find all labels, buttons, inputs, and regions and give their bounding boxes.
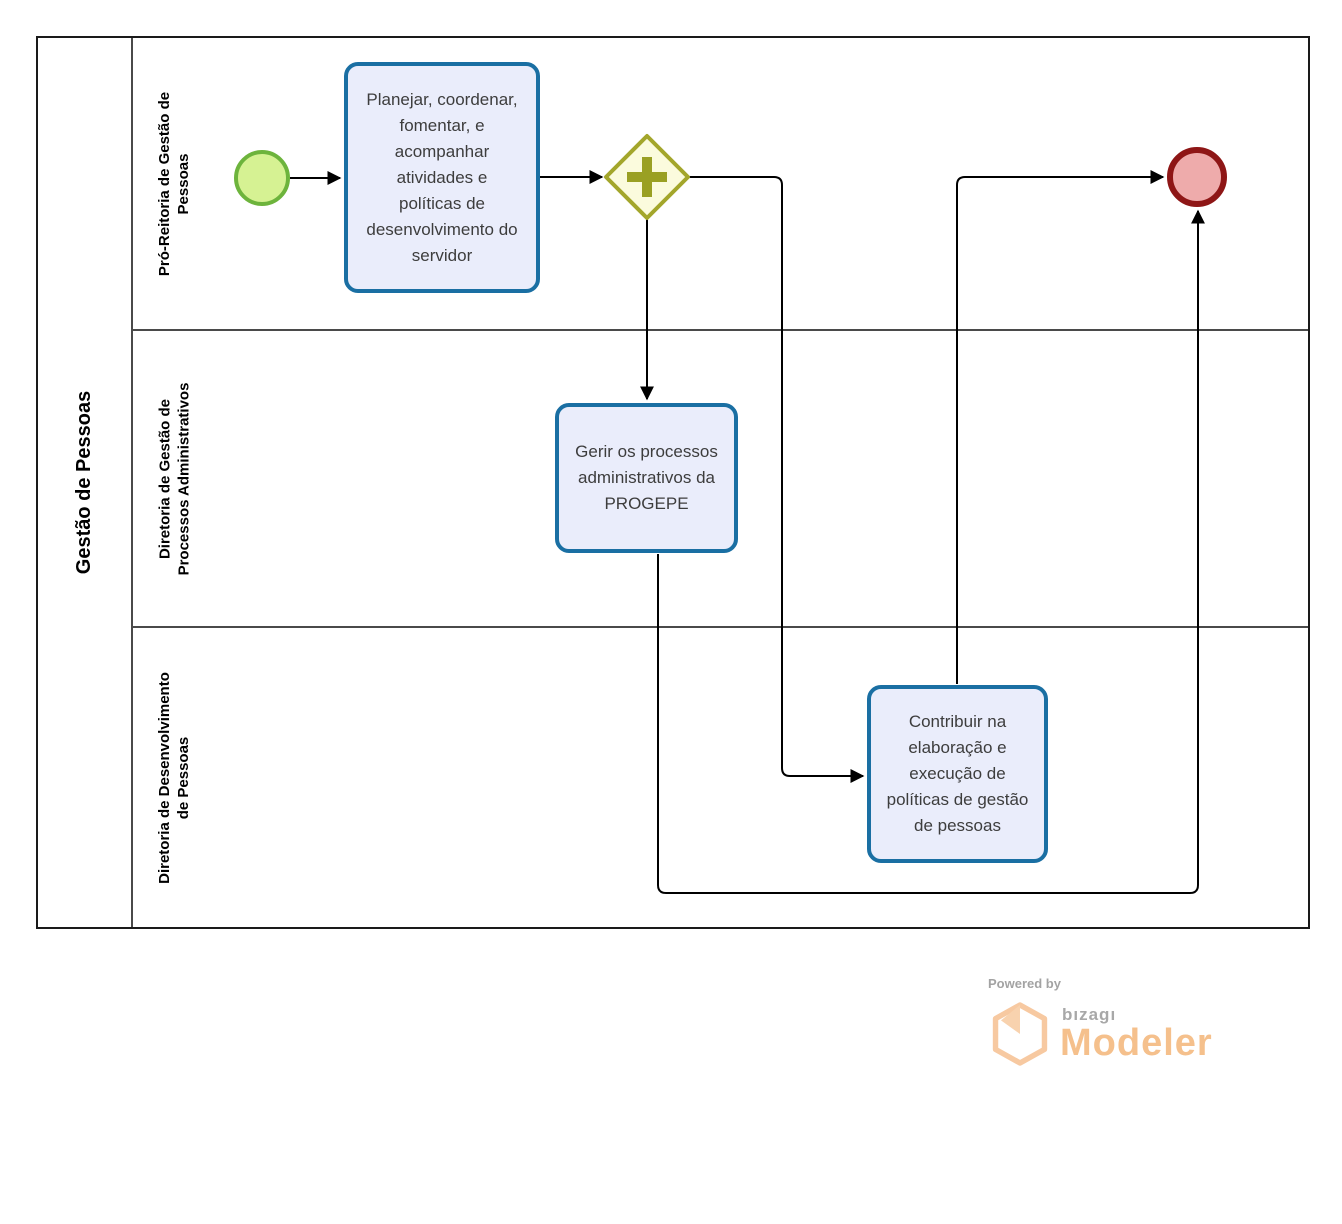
powered-by-text: Powered by (988, 976, 1061, 991)
task-contribuir[interactable]: Contribuir na elaboração e execução de p… (867, 685, 1048, 863)
flow-gateway-to-contribuir[interactable] (688, 176, 865, 783)
parallel-gateway[interactable] (601, 131, 693, 223)
lane-diretoria-desenvolvimento-header: Diretoria de Desenvolvimento de Pessoas (135, 628, 213, 927)
task-gerir-label: Gerir os processos administrativos da PR… (575, 442, 718, 513)
flow-contribuir-to-end[interactable] (956, 170, 1165, 684)
lane-diretoria-desenvolvimento[interactable]: Diretoria de Desenvolvimento de Pessoas (133, 628, 1308, 927)
task-planejar[interactable]: Planejar, coordenar, fomentar, e acompan… (344, 62, 540, 293)
parallel-gateway-icon (604, 134, 690, 220)
task-planejar-label: Planejar, coordenar, fomentar, e acompan… (366, 89, 518, 265)
flow-gerir-to-end[interactable] (657, 209, 1205, 894)
lane-pro-reitoria-header: Pró-Reitoria de Gestão de Pessoas (135, 38, 213, 329)
lane-diretoria-processos[interactable]: Diretoria de Gestão de Processos Adminis… (133, 331, 1308, 628)
task-gerir[interactable]: Gerir os processos administrativos da PR… (555, 403, 738, 553)
bizagi-logo-icon (991, 1001, 1049, 1072)
bizagi-brand-text: bızagı (1062, 1005, 1117, 1024)
task-contribuir-label: Contribuir na elaboração e execução de p… (886, 712, 1029, 835)
start-event[interactable] (234, 150, 290, 206)
modeler-product-text: Modeler (1060, 1022, 1213, 1064)
lane-diretoria-desenvolvimento-label: Diretoria de Desenvolvimento de Pessoas (156, 671, 193, 884)
lane-diretoria-processos-header: Diretoria de Gestão de Processos Adminis… (135, 331, 213, 626)
pool-header[interactable]: Gestão de Pessoas (38, 38, 133, 927)
end-event[interactable] (1167, 147, 1227, 207)
pool-title: Gestão de Pessoas (73, 390, 95, 575)
lane-diretoria-processos-label: Diretoria de Gestão de Processos Adminis… (156, 382, 193, 575)
lane-pro-reitoria[interactable]: Pró-Reitoria de Gestão de Pessoas (133, 38, 1308, 331)
lane-pro-reitoria-label: Pró-Reitoria de Gestão de Pessoas (156, 91, 192, 276)
